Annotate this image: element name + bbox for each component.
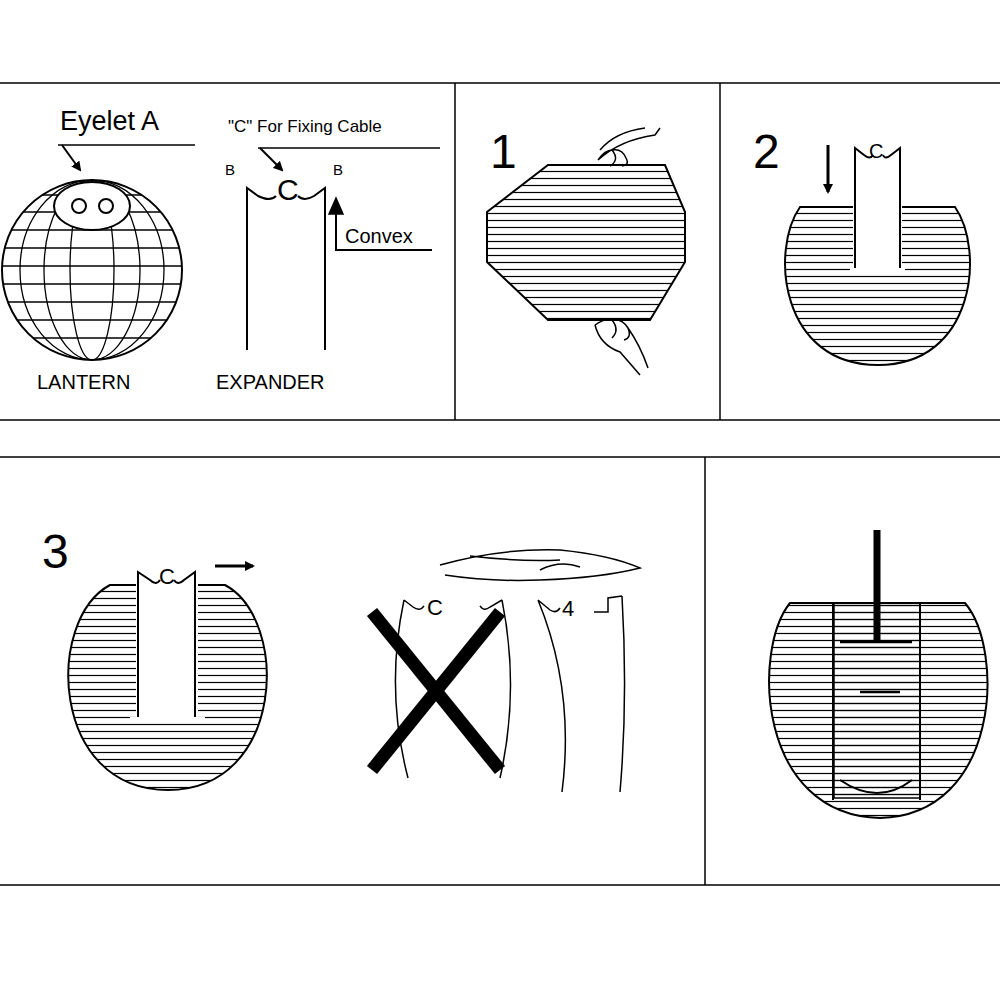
hook-letter: C [869,141,883,161]
step-number: 1 [490,128,517,176]
step-number: 2 [753,128,780,176]
part-name: EXPANDER [216,372,325,392]
part-name: LANTERN [37,372,130,392]
hook-letter: C [159,566,175,588]
callout-label: "C" For Fixing Cable [228,118,382,135]
callout-label: Convex [345,226,413,246]
hook-letter: C [427,597,443,619]
hook-letter: 4 [562,598,574,620]
point-label: B [333,162,343,177]
callout-label: Eyelet A [60,108,159,135]
step-number: 3 [42,528,69,576]
point-label: B [225,162,235,177]
hook-letter: C [277,175,299,205]
